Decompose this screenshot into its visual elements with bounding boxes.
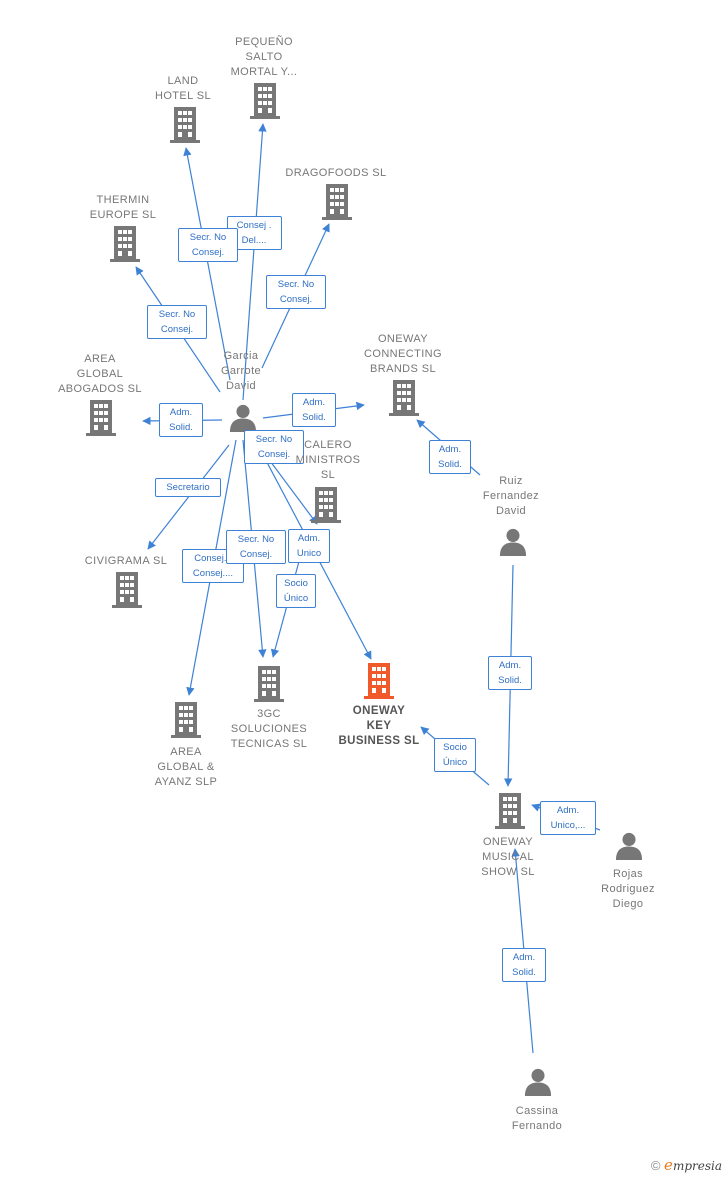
building-icon-thermin[interactable]: [110, 226, 140, 262]
person-icon-garcia[interactable]: [229, 404, 257, 432]
building-icon-dragofoods[interactable]: [322, 184, 352, 220]
node-label-oneway_connecting[interactable]: ONEWAY CONNECTING BRANDS SL: [364, 333, 442, 375]
person-icon-ruiz[interactable]: [499, 528, 527, 556]
node-label-3gc[interactable]: 3GC SOLUCIONES TECNICAS SL: [230, 708, 308, 750]
person-icon-rojas[interactable]: [615, 832, 643, 860]
edge-label-calero-to-3gc[interactable]: Socio Único: [276, 574, 316, 608]
edge-garcia-to-civigrama: [147, 444, 230, 550]
edge-label-oneway_musical-to-oneway_key[interactable]: Socio Único: [434, 738, 476, 772]
edge-label-ruiz-to-oneway_connecting[interactable]: Adm. Solid.: [429, 440, 471, 474]
building-icon-land[interactable]: [170, 107, 200, 143]
node-label-cassina[interactable]: Cassina Fernando: [511, 1105, 563, 1132]
edge-label-garcia-to-oneway_key[interactable]: Adm. Unico: [288, 529, 330, 563]
edge-label-garcia-to-3gc[interactable]: Secr. No Consej.: [226, 530, 286, 564]
building-icon-3gc[interactable]: [254, 666, 284, 702]
building-icon-civigrama[interactable]: [112, 572, 142, 608]
node-label-rojas[interactable]: Rojas Rodriguez Diego: [601, 868, 655, 910]
edge-label-garcia-to-area_ayanz[interactable]: Consej. . Consej....: [182, 549, 244, 583]
copyright-footer: © empresia: [651, 1156, 722, 1174]
node-label-land[interactable]: LAND HOTEL SL: [155, 75, 211, 102]
node-label-garcia[interactable]: Garcia Garrote David: [220, 350, 262, 392]
edge-label-garcia-to-area_abogados[interactable]: Adm. Solid.: [159, 403, 203, 437]
node-label-oneway_key[interactable]: ONEWAY KEY BUSINESS SL: [338, 705, 420, 747]
edge-label-cassina-to-oneway_musical[interactable]: Adm. Solid.: [502, 948, 546, 982]
edge-label-ruiz-to-oneway_musical[interactable]: Adm. Solid.: [488, 656, 532, 690]
node-label-thermin[interactable]: THERMIN EUROPE SL: [89, 194, 157, 221]
edge-label-garcia-to-calero[interactable]: Secr. No Consej.: [244, 430, 304, 464]
person-icon-cassina[interactable]: [524, 1068, 552, 1096]
brand-name: mpresia: [672, 1159, 722, 1173]
edge-label-garcia-to-civigrama[interactable]: Secretario: [155, 477, 221, 497]
node-label-civigrama[interactable]: CIVIGRAMA SL: [84, 555, 168, 567]
building-icon-area_abogados[interactable]: [86, 400, 116, 436]
node-label-pequeno[interactable]: PEQUEÑO SALTO MORTAL Y...: [230, 36, 298, 78]
copyright-symbol: ©: [650, 1158, 661, 1173]
node-label-area_ayanz[interactable]: AREA GLOBAL & AYANZ SLP: [154, 746, 218, 788]
building-icon-calero[interactable]: [311, 487, 341, 523]
edge-label-garcia-to-oneway_connecting[interactable]: Adm. Solid.: [292, 393, 336, 427]
edge-label-garcia-to-land[interactable]: Secr. No Consej.: [178, 228, 238, 262]
building-icon-oneway_key[interactable]: [364, 663, 394, 699]
node-label-ruiz[interactable]: Ruiz Fernandez David: [482, 475, 540, 517]
brand-initial: e: [664, 1156, 673, 1174]
building-icon-oneway_musical[interactable]: [495, 793, 525, 829]
edge-garcia-to-pequeno: [242, 123, 267, 401]
edge-label-garcia-to-thermin[interactable]: Secr. No Consej.: [147, 305, 207, 339]
edge-label-rojas-to-oneway_musical[interactable]: Adm. Unico,...: [540, 801, 596, 835]
building-icon-pequeno[interactable]: [250, 83, 280, 119]
edge-label-garcia-to-dragofoods[interactable]: Secr. No Consej.: [266, 275, 326, 309]
building-icon-area_ayanz[interactable]: [171, 702, 201, 738]
node-label-calero[interactable]: CALERO MINISTROS SL: [295, 439, 361, 481]
building-icon-oneway_connecting[interactable]: [389, 380, 419, 416]
edge-garcia-to-land: [183, 147, 231, 381]
node-label-area_abogados[interactable]: AREA GLOBAL ABOGADOS SL: [58, 353, 142, 395]
node-label-dragofoods[interactable]: DRAGOFOODS SL: [285, 167, 387, 179]
node-label-oneway_musical[interactable]: ONEWAY MUSICAL SHOW SL: [481, 836, 535, 878]
empresia-logo[interactable]: empresia: [664, 1156, 722, 1174]
